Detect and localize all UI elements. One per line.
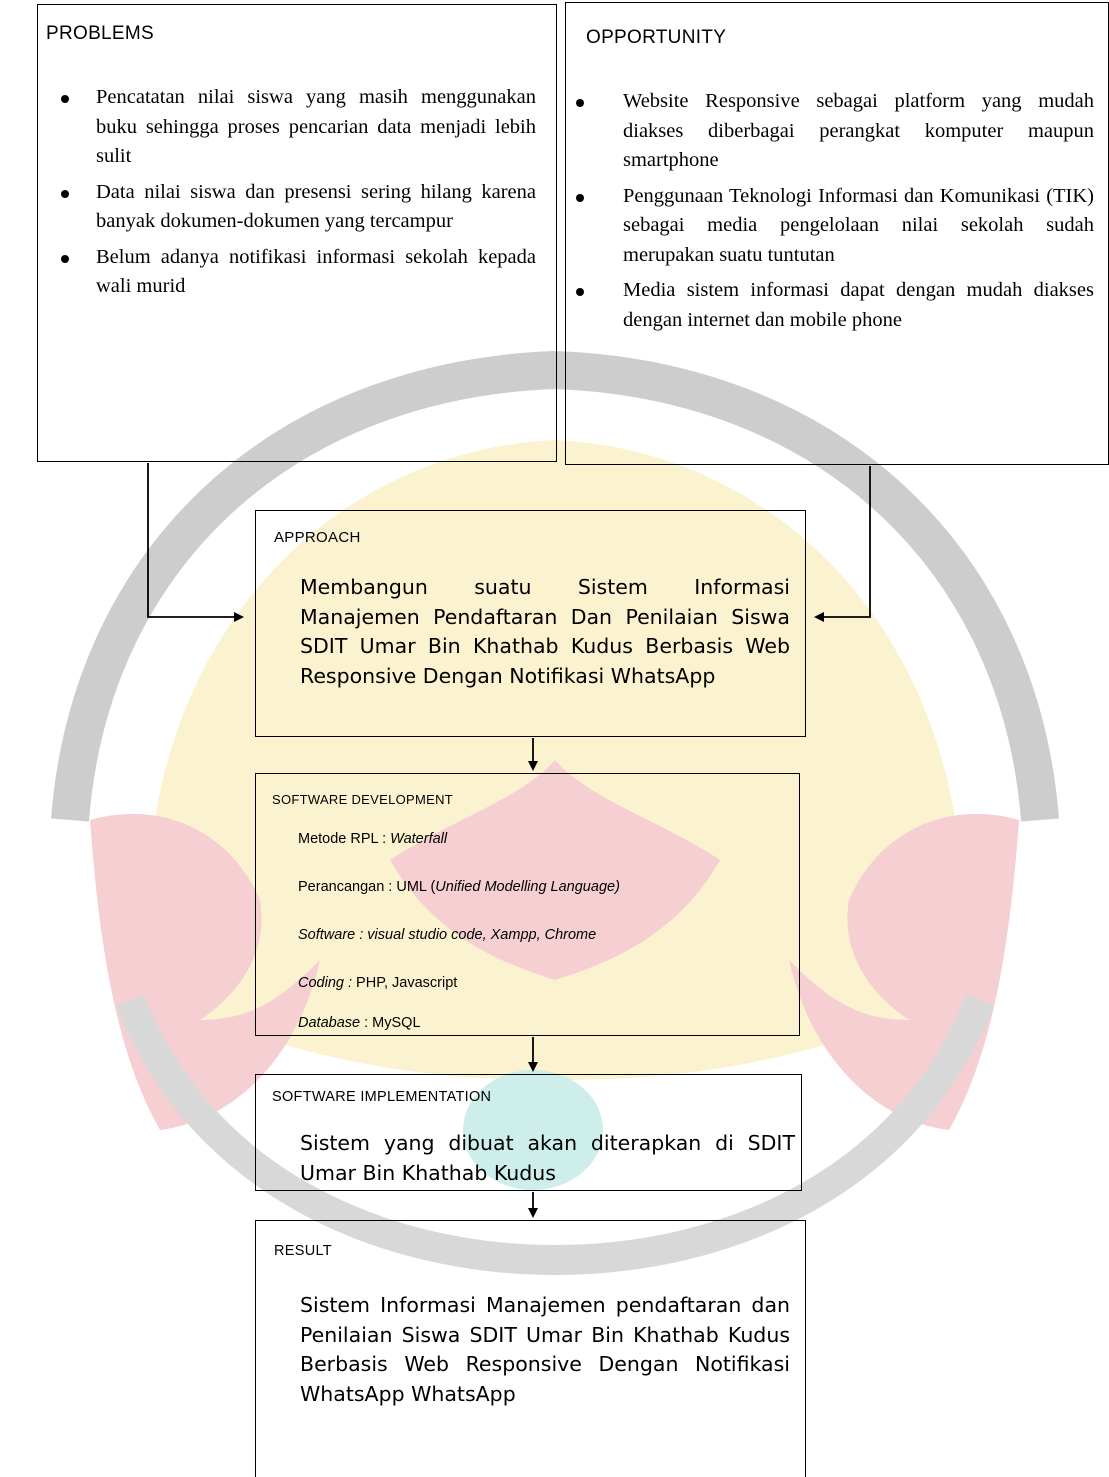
problems-list: Pencatatan nilai siswa yang masih menggu…: [58, 83, 536, 308]
development-coding: Coding : PHP, Javascript: [298, 975, 458, 991]
opportunity-box: OPPORTUNITY Website Responsive sebagai p…: [565, 2, 1109, 465]
bullet-icon: [61, 95, 69, 103]
software-development-box: SOFTWARE DEVELOPMENT Metode RPL : Waterf…: [255, 773, 800, 1036]
watermark-bottom-ring: [116, 994, 994, 1276]
development-database: Database : MySQL: [298, 1015, 421, 1031]
watermark-teal-circle: [463, 1070, 603, 1190]
problems-item-3: Belum adanya notifikasi informasi sekola…: [58, 243, 536, 302]
approach-title: APPROACH: [274, 529, 361, 546]
result-body: Sistem Informasi Manajemen pendaftaran d…: [300, 1293, 790, 1406]
development-title: SOFTWARE DEVELOPMENT: [272, 792, 454, 807]
opportunity-item-3: Media sistem informasi dapat dengan muda…: [574, 276, 1094, 335]
bullet-icon: [61, 189, 69, 198]
result-title: RESULT: [274, 1243, 332, 1259]
watermark-outer-ring: [51, 350, 1059, 822]
bullet-icon: [576, 288, 584, 296]
watermark-center-flame: [390, 760, 720, 980]
implementation-body: Sistem yang dibuat akan diterapkan di SD…: [300, 1131, 795, 1185]
approach-body: Membangun suatu Sistem Informasi Manajem…: [300, 575, 790, 688]
software-implementation-box: SOFTWARE IMPLEMENTATION Sistem yang dibu…: [255, 1074, 802, 1191]
problems-item-1: Pencatatan nilai siswa yang masih menggu…: [58, 83, 536, 172]
problems-box: PROBLEMS Pencatatan nilai siswa yang mas…: [37, 4, 557, 462]
result-box: RESULT Sistem Informasi Manajemen pendaf…: [255, 1220, 806, 1477]
problems-item-2: Data nilai siswa dan presensi sering hil…: [58, 178, 536, 237]
bullet-icon: [61, 254, 69, 263]
development-method: Metode RPL : Waterfall: [298, 831, 448, 847]
opportunity-title: OPPORTUNITY: [586, 27, 727, 48]
implementation-title: SOFTWARE IMPLEMENTATION: [272, 1089, 492, 1105]
opportunity-list: Website Responsive sebagai platform yang…: [574, 87, 1094, 341]
approach-box: APPROACH Membangun suatu Sistem Informas…: [255, 510, 806, 737]
development-design: Perancangan : UML (Unified Modelling Lan…: [298, 879, 620, 895]
problems-title: PROBLEMS: [46, 23, 154, 44]
bullet-icon: [576, 193, 584, 202]
opportunity-item-1: Website Responsive sebagai platform yang…: [574, 87, 1094, 176]
opportunity-item-2: Penggunaan Teknologi Informasi dan Komun…: [574, 182, 1094, 271]
development-software: Software : visual studio code, Xampp, Ch…: [298, 927, 597, 943]
bullet-icon: [576, 99, 584, 107]
